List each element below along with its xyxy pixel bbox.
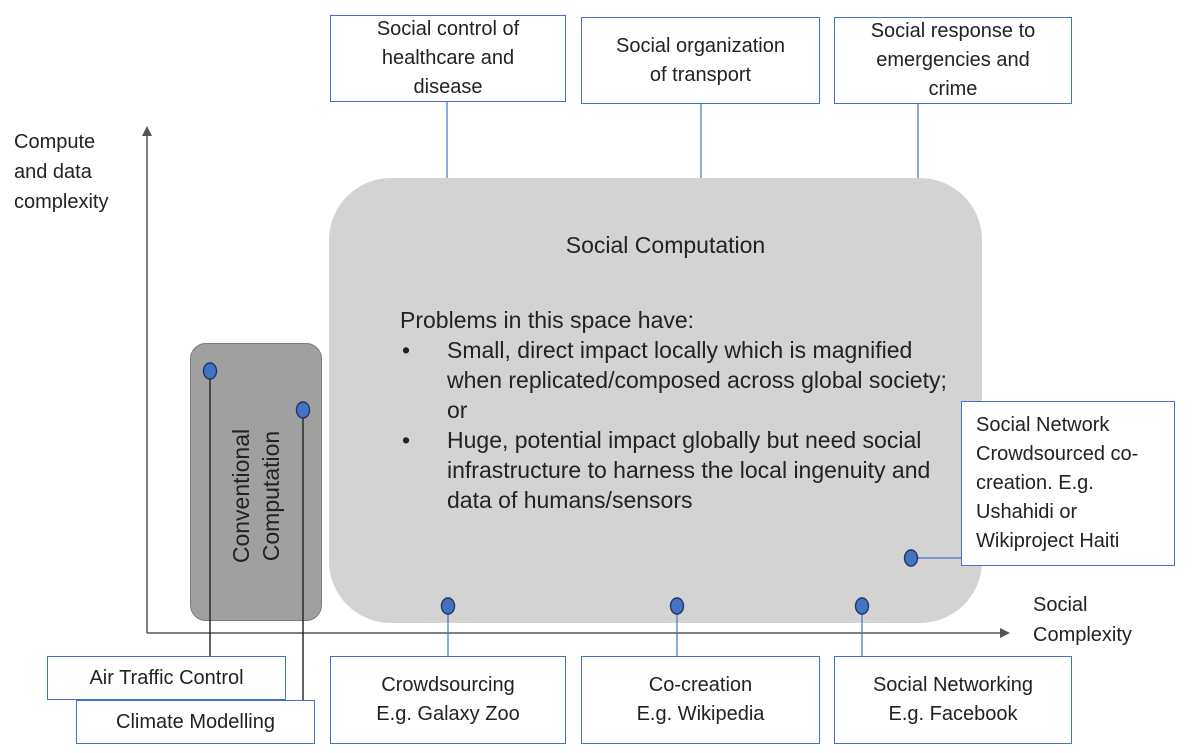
box-line: of transport	[649, 63, 752, 86]
dot-air-traffic	[202, 362, 218, 380]
y-axis-label-line-3: complexity	[14, 191, 109, 213]
box-line: Social Networking	[872, 674, 1034, 696]
box-line: Co-creation	[648, 674, 753, 696]
box-line: E.g. Galaxy Zoo	[376, 703, 520, 725]
y-axis-label: Compute and data complexity	[14, 127, 108, 217]
box-line: Wikiproject Haiti	[976, 530, 1120, 552]
box-line: Social Network	[976, 414, 1110, 436]
box-line: emergencies and	[876, 49, 1030, 71]
dot-social-networking	[854, 597, 870, 615]
dot-crowdsourcing	[440, 597, 456, 615]
y-axis-label-line-1: Compute	[14, 131, 96, 153]
social-computation-title: Social Computation	[565, 232, 766, 258]
box-line: healthcare and	[381, 47, 515, 69]
problem-bullet-1: Small, direct impact locally which is ma…	[400, 335, 960, 425]
box-co-creation: Co-creation E.g. Wikipedia	[581, 656, 820, 744]
problems-intro: Problems in this space have:	[400, 307, 695, 333]
box-line: Crowdsourced co-	[976, 443, 1139, 465]
x-axis-label-line-1: Social	[1033, 594, 1088, 616]
box-line: Air Traffic Control	[89, 666, 244, 689]
box-social-organization-transport: Social organization of transport	[581, 17, 820, 104]
box-line: disease	[413, 76, 483, 98]
dot-climate	[295, 401, 311, 419]
y-axis-label-line-2: and data	[14, 161, 92, 183]
box-line: Social response to	[870, 20, 1036, 42]
dot-social-network-crowdsourced	[903, 549, 919, 567]
box-line: Climate Modelling	[116, 710, 275, 733]
problems-list: Small, direct impact locally which is ma…	[400, 335, 960, 515]
box-social-network-crowdsourced: Social Network Crowdsourced co- creation…	[961, 401, 1175, 566]
conventional-computation-area	[190, 343, 322, 621]
box-social-networking: Social Networking E.g. Facebook	[834, 656, 1072, 744]
box-line: crime	[928, 78, 978, 100]
problem-bullet-2: Huge, potential impact globally but need…	[400, 425, 960, 515]
box-line: Social control of	[376, 18, 520, 40]
box-line: Social organization	[616, 34, 785, 57]
dot-co-creation	[669, 597, 685, 615]
box-line: E.g. Facebook	[888, 703, 1018, 725]
problems-description: Problems in this space have: Small, dire…	[400, 305, 960, 515]
box-line: E.g. Wikipedia	[636, 703, 765, 725]
box-line: Ushahidi or	[976, 501, 1078, 523]
x-axis-label-line-2: Complexity	[1033, 624, 1132, 646]
box-social-control-healthcare: Social control of healthcare and disease	[330, 15, 566, 102]
box-line: creation. E.g.	[976, 472, 1094, 494]
box-air-traffic-control: Air Traffic Control	[47, 656, 286, 700]
box-crowdsourcing: Crowdsourcing E.g. Galaxy Zoo	[330, 656, 566, 744]
box-line: Crowdsourcing	[381, 674, 515, 696]
x-axis-label: Social Complexity	[1033, 590, 1132, 650]
box-climate-modelling: Climate Modelling	[76, 700, 315, 744]
box-social-response-emergencies: Social response to emergencies and crime	[834, 17, 1072, 104]
